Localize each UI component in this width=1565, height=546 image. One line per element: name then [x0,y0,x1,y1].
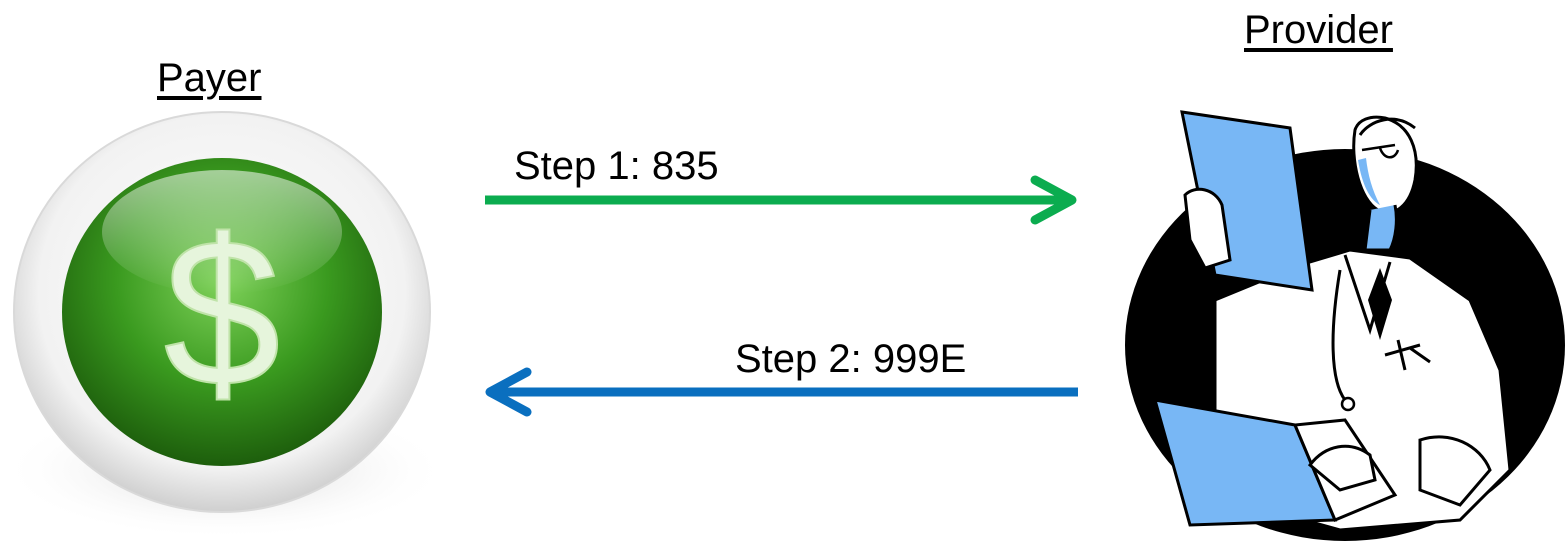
doctor-with-laptop-icon [1125,110,1565,541]
step-2-arrow [485,367,1078,417]
dollar-coin-icon: $ [0,111,450,540]
step-1-label: Step 1: 835 [514,144,719,188]
provider-title: Provider [1244,8,1393,52]
dollar-symbol: $ [164,195,281,430]
step-1-arrow [485,175,1077,225]
step-2-label: Step 2: 999E [735,337,967,381]
payer-title: Payer [157,56,262,100]
